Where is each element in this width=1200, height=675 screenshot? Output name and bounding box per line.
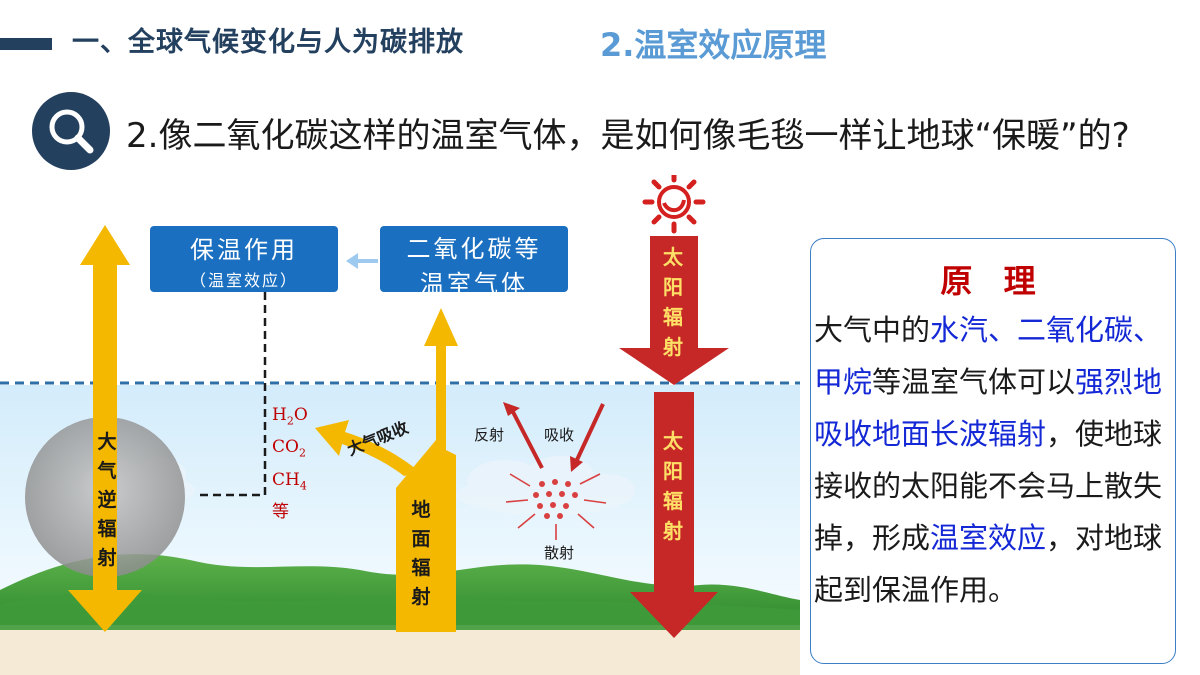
solar-radiation-arrow-top <box>619 236 729 385</box>
absorb-label: 吸收 <box>544 426 575 444</box>
reflect-arrow <box>510 409 544 469</box>
reflect-label: 反射 <box>474 426 505 444</box>
solar-radiation-label-bottom: 太阳辐射 <box>663 429 683 543</box>
gas-to-warming-arrow <box>346 253 378 269</box>
greenhouse-gas-line2: 温室气体 <box>420 270 528 298</box>
highlight-absorb: 强烈地吸收地面长波辐射 <box>814 365 1163 451</box>
formula-etc: 等 <box>272 502 289 523</box>
highlight-greenhouse: 温室效应 <box>930 521 1047 555</box>
formula-ch4: CH4 <box>272 469 307 493</box>
ground-radiation-label: 地面辐射 <box>411 499 431 608</box>
counter-radiation-arrow <box>68 225 142 632</box>
atmosphere-absorb-arrow <box>315 420 420 476</box>
topic-title: 2.温室效应原理 <box>600 26 827 64</box>
scatter-particles <box>533 479 578 519</box>
principle-panel <box>810 238 1176 664</box>
sun-icon <box>642 175 706 234</box>
formula-co2: CO2 <box>272 437 306 460</box>
ground-radiation-arrow <box>396 308 458 632</box>
solar-radiation-arrow-bottom <box>630 392 718 638</box>
dashed-connector <box>200 292 267 497</box>
highlight-gases: 水汽、二氧化碳、甲烷 <box>814 313 1163 399</box>
counter-radiation-label: 大气逆辐射 <box>97 431 117 569</box>
greenhouse-scene <box>0 175 800 675</box>
scatter-label: 散射 <box>544 544 575 562</box>
warming-effect-subtitle: （温室效应） <box>189 271 298 290</box>
section-title: 一、全球气候变化与人为碳排放 <box>72 27 464 58</box>
solar-radiation-label-top: 太阳辐射 <box>663 245 683 359</box>
question-text: 2.像二氧化碳这样的温室气体，是如何像毛毯一样让地球“保暖”的? <box>126 116 1130 156</box>
principle-title: 原 理 <box>940 262 1046 300</box>
greenhouse-gas-box: 二氧化碳等 温室气体 <box>380 226 568 298</box>
warming-effect-title: 保温作用 <box>190 236 298 264</box>
greenhouse-gas-line1: 二氧化碳等 <box>406 235 542 263</box>
header-accent-bar <box>0 38 52 50</box>
scatter-arrows <box>505 473 607 540</box>
principle-text: 大气中的水汽、二氧化碳、甲烷等温室气体可以强烈地吸收地面长波辐射，使地球接收的太… <box>814 313 1163 607</box>
absorb-arrow <box>574 403 605 463</box>
search-icon <box>32 92 110 170</box>
warming-effect-box: 保温作用 （温室效应） <box>150 226 338 292</box>
gas-formula-list: H2O CO2 CH4 等 <box>272 402 308 525</box>
formula-h2o: H2O <box>272 405 308 428</box>
